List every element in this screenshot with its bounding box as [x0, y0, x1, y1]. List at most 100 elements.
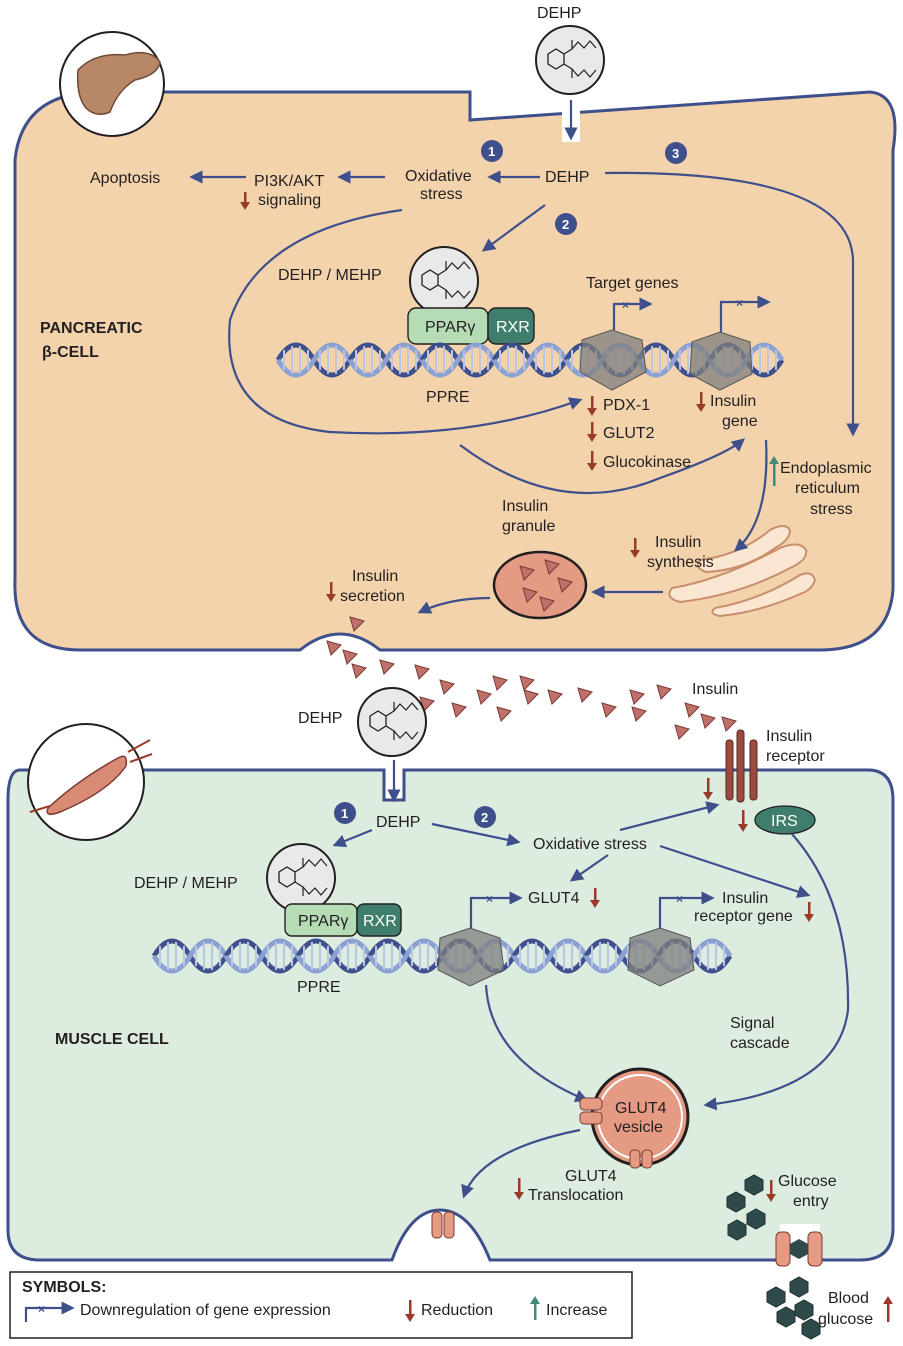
- insulin-label: Insulin: [692, 681, 738, 698]
- glut2-label: GLUT2: [603, 425, 655, 442]
- insulin-granule-label-2: granule: [502, 518, 555, 535]
- glut4-translocation-label-1: GLUT4: [565, 1168, 617, 1185]
- muscle-icon: [27, 723, 153, 841]
- endoplasmic-reticulum-icon: [668, 525, 817, 618]
- dehp-top-label: DEHP: [537, 5, 581, 22]
- beta-cell-title-2: β-CELL: [42, 344, 99, 361]
- muscle-ppre-label: PPRE: [297, 979, 341, 996]
- downregulation-label: Downregulation of gene expression: [80, 1302, 331, 1319]
- signal-cascade-label-1: Signal: [730, 1015, 774, 1032]
- glucose-transporter-icon: [775, 1224, 823, 1267]
- muscle-ppar-label: PPARγ: [298, 913, 348, 930]
- dehp-center-label: DEHP: [545, 169, 589, 186]
- reduction-arrow-icon: [703, 778, 713, 800]
- insulin-receptor-icon: [725, 729, 758, 803]
- glut4-label: GLUT4: [528, 890, 580, 907]
- muscle-dehp-mehp-molecule-icon: [266, 843, 336, 913]
- dehp-molecule-icon: [535, 25, 605, 95]
- increase-arrow-icon: [883, 1296, 893, 1322]
- receptor-gene-label-2: receptor gene: [694, 908, 793, 925]
- target-genes-label: Target genes: [586, 275, 679, 292]
- increase-arrow-icon: [769, 456, 779, 486]
- increase-symbol-icon: [530, 1296, 540, 1320]
- pi3k-label: PI3K/AKT: [254, 173, 324, 190]
- glucose-entry-label-1: Glucose: [778, 1173, 837, 1190]
- glut4-transporter-icon: [431, 1211, 455, 1239]
- muscle-step-2-marker: 2: [474, 806, 496, 828]
- reduction-arrow-icon: [766, 1180, 776, 1202]
- svg-text:3: 3: [672, 146, 679, 161]
- symbols-title: SYMBOLS:: [22, 1279, 106, 1296]
- reduction-arrow-icon: [696, 392, 706, 412]
- insulin-receptor-label-1: Insulin: [766, 728, 812, 745]
- muscle-dehp-label: DEHP: [376, 814, 420, 831]
- svg-text:×: ×: [676, 892, 683, 906]
- reduction-label: Reduction: [421, 1302, 493, 1319]
- glut4-translocation-label-2: Translocation: [528, 1187, 623, 1204]
- gene-downregulation-icon: ×: [658, 891, 715, 928]
- muscle-rxr-label: RXR: [363, 913, 397, 930]
- muscle-oxidative-label: Oxidative stress: [533, 836, 647, 853]
- svg-text:×: ×: [486, 892, 493, 906]
- muscle-dehp-mehp-label: DEHP / MEHP: [134, 875, 238, 892]
- svg-text:2: 2: [481, 810, 488, 825]
- beta-cell-title-1: PANCREATIC: [40, 320, 143, 337]
- symbols-legend: [9, 1271, 633, 1339]
- rxr-label: RXR: [496, 319, 530, 336]
- muscle-step-1-marker: 1: [334, 802, 356, 824]
- er-stress-label-1: Endoplasmic: [780, 460, 872, 477]
- insulin-synthesis-label-1: Insulin: [655, 534, 701, 551]
- signal-cascade-label-2: cascade: [730, 1035, 790, 1052]
- svg-text:×: ×: [622, 298, 629, 312]
- dehp-mehp-label: DEHP / MEHP: [278, 267, 382, 284]
- oxidative-stress-label-2: stress: [420, 186, 463, 203]
- ppre-label: PPRE: [426, 389, 470, 406]
- insulin-secretion-label-2: secretion: [340, 588, 405, 605]
- insulin-receptor-label-2: receptor: [766, 748, 825, 765]
- blood-glucose-label-1: Blood: [828, 1290, 869, 1307]
- gene-downregulation-icon: ×: [469, 891, 523, 928]
- insulin-granule: [492, 550, 588, 620]
- dehp-middle-label: DEHP: [298, 710, 342, 727]
- pi3k-signaling-label: signaling: [258, 192, 321, 209]
- gene-downregulation-icon: ×: [612, 297, 653, 330]
- svg-text:×: ×: [736, 296, 743, 310]
- reduction-arrow-icon: [804, 902, 814, 922]
- er-stress-label-2: reticulum: [795, 480, 860, 497]
- glucose-entry-label-2: entry: [793, 1193, 829, 1210]
- insulin-synthesis-label-2: synthesis: [647, 554, 714, 571]
- svg-text:1: 1: [341, 806, 348, 821]
- receptor-gene-label-1: Insulin: [722, 890, 768, 907]
- transcription-complex-1: [579, 329, 647, 391]
- irs-badge: IRS: [754, 805, 816, 835]
- gene-downregulation-icon: ×: [719, 295, 771, 332]
- increase-label: Increase: [546, 1302, 607, 1319]
- ppar-label: PPARγ: [425, 319, 475, 336]
- er-stress-label-3: stress: [810, 501, 853, 518]
- svg-text:×: ×: [38, 1302, 45, 1316]
- reduction-arrow-icon: [587, 451, 597, 471]
- reduction-arrow-icon: [630, 538, 640, 558]
- svg-text:IRS: IRS: [771, 813, 798, 830]
- apoptosis-label: Apoptosis: [90, 170, 160, 187]
- svg-text:GLUT4: GLUT4: [615, 1100, 667, 1117]
- step-3-marker: 3: [665, 142, 687, 164]
- svg-text:vesicle: vesicle: [614, 1119, 663, 1136]
- beta-cell-membrane: [13, 90, 897, 652]
- reduction-arrow-icon: [587, 396, 597, 416]
- muscle-rxr-box: [356, 903, 402, 937]
- reduction-arrow-icon: [514, 1178, 524, 1200]
- downregulation-symbol-icon: ×: [24, 1301, 75, 1322]
- reduction-arrow-icon: [240, 192, 250, 210]
- insulin-gene-label-2: gene: [722, 413, 758, 430]
- reduction-arrow-icon: [587, 422, 597, 442]
- insulin-gene-label-1: Insulin: [710, 393, 756, 410]
- pancreas-icon: [59, 31, 165, 137]
- step-2-marker: 2: [555, 213, 577, 235]
- glucokinase-label: Glucokinase: [603, 454, 691, 471]
- step-1-marker: 1: [481, 140, 503, 162]
- blood-glucose-label-2: glucose: [818, 1311, 873, 1328]
- insulin-secretion-label-1: Insulin: [352, 568, 398, 585]
